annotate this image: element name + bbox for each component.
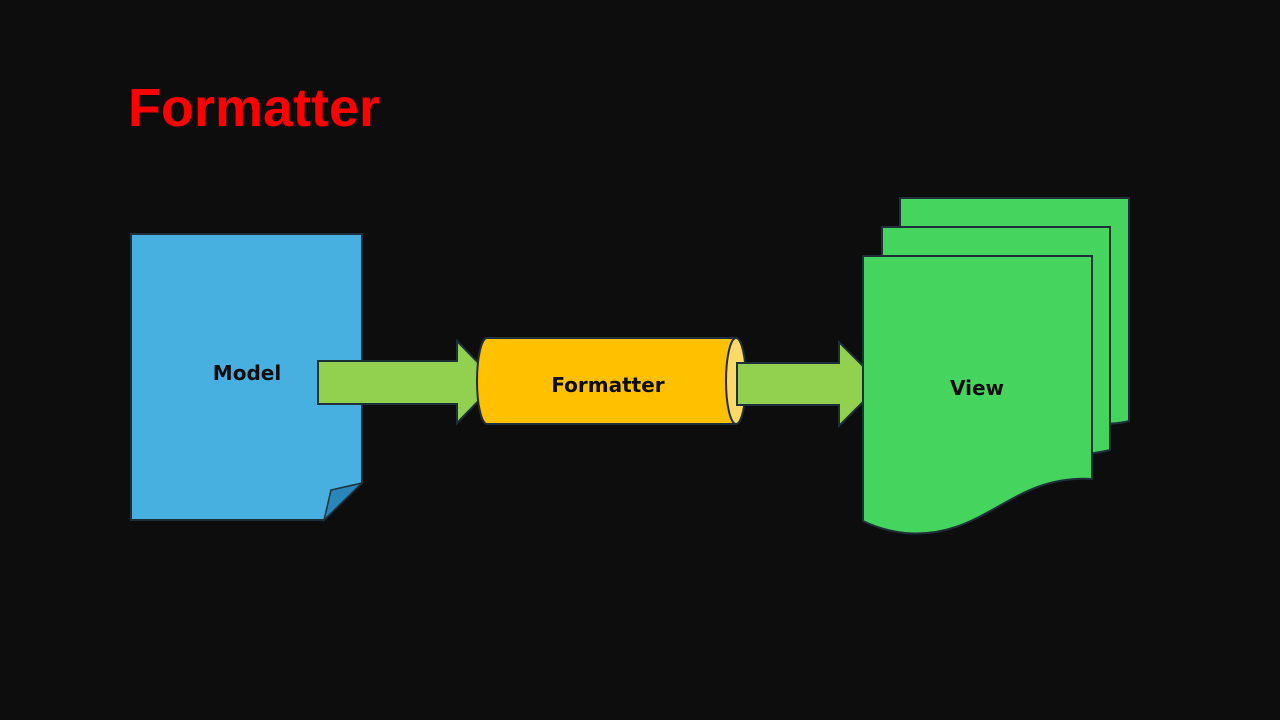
model-document-fold	[322, 481, 365, 523]
view-documents: View	[862, 197, 1130, 535]
slide-title: Formatter	[128, 78, 381, 138]
model-document: Model	[130, 233, 365, 523]
formatter-label: Formatter	[551, 373, 664, 397]
formatter-to-view-arrow	[736, 339, 883, 429]
formatter-cylinder: Formatter	[476, 337, 747, 425]
model-to-formatter-arrow	[317, 338, 499, 426]
view-label: View	[950, 376, 1004, 400]
view-document-front	[862, 255, 1093, 535]
model-label: Model	[213, 361, 281, 385]
